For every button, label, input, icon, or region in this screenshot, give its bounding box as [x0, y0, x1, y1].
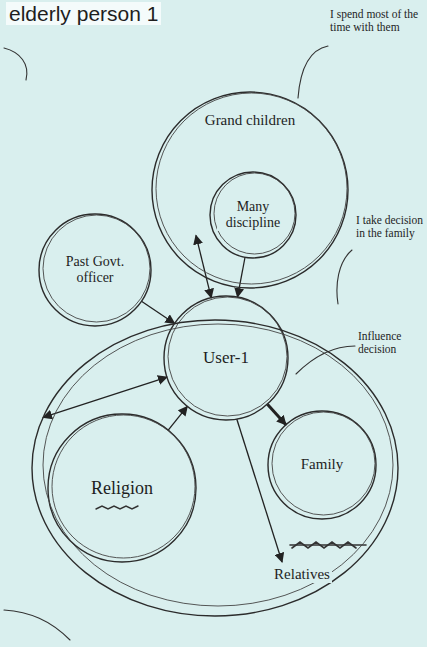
- loop-outline: [43, 324, 393, 606]
- strike-scribble: [290, 544, 366, 546]
- annotation-note: I take decision in the family: [356, 214, 424, 240]
- circle-node: Many discipline Grand children: [150, 90, 350, 290]
- sketch-stroke: [4, 610, 70, 640]
- node-text-group: Many discipline: [217, 199, 289, 231]
- influence-arrow: [196, 235, 211, 297]
- node-text-group: Religion: [67, 478, 177, 499]
- circle-outline: [210, 172, 296, 258]
- diagram-title: elderly person 1: [6, 2, 161, 25]
- influence-arrow: [43, 377, 167, 417]
- circle-outline: [156, 93, 347, 284]
- node-text-group: Family: [280, 456, 364, 473]
- circle-outline: [39, 214, 151, 326]
- node-text-group: Past Govt. officer: [54, 254, 136, 286]
- node-label: Past Govt. officer: [54, 254, 136, 286]
- node-label: Relatives: [272, 566, 332, 583]
- circle-node: Many discipline: [208, 170, 298, 260]
- annotation-note: Influence decision: [358, 330, 424, 356]
- circle-outline: [272, 412, 375, 515]
- circle-outline: [152, 92, 348, 288]
- circle-node: Religion: [46, 412, 198, 564]
- circle-outline: [164, 296, 288, 420]
- influence-arrow: [267, 404, 286, 425]
- node-text-group: Relatives: [262, 566, 342, 583]
- circle-outline: [168, 297, 287, 416]
- node-label: Religion: [89, 478, 155, 499]
- circle-node: Family: [266, 409, 378, 521]
- loop-outline: [32, 320, 398, 616]
- annotation-note: I spend most of the time with them: [330, 8, 422, 34]
- circle-node: User-1: [162, 294, 290, 422]
- node-label: Many discipline: [217, 199, 289, 231]
- influence-arrow: [237, 419, 282, 562]
- node-outline: [30, 318, 400, 618]
- circle-outline: [43, 215, 150, 322]
- circle-node: Past Govt. officer: [37, 212, 153, 328]
- leader-line: [298, 46, 328, 98]
- node-label: Family: [299, 456, 346, 473]
- node-label: Grand children: [203, 112, 297, 129]
- influence-arrow: [168, 406, 187, 430]
- influence-arrow: [238, 257, 246, 297]
- outer-loop: Relatives: [30, 318, 400, 618]
- circle-outline: [268, 411, 376, 519]
- underline-scribble: [96, 506, 138, 509]
- circle-outline: [48, 414, 196, 562]
- node-label: User-1: [201, 348, 251, 368]
- circle-outline: [214, 173, 295, 254]
- sketch-stroke: [4, 48, 27, 80]
- node-text-group: Grand children: [200, 112, 300, 129]
- circle-outline: [52, 415, 195, 558]
- leader-line: [337, 250, 352, 304]
- influence-arrow: [141, 301, 174, 323]
- node-text-group: User-1: [181, 348, 271, 368]
